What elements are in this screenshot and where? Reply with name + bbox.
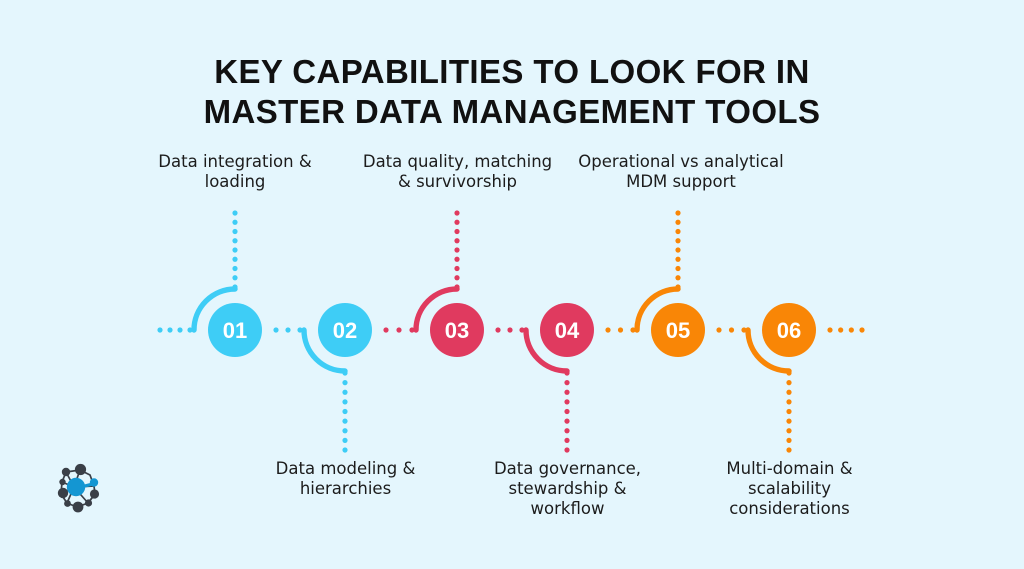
step-number-01: 01 — [223, 318, 247, 343]
leader-dots-01 — [232, 210, 238, 290]
connector-dots-tail — [827, 327, 865, 333]
step-arc-03 — [413, 286, 460, 333]
step-marker-02[interactable] — [318, 303, 372, 357]
step-marker-01[interactable] — [208, 303, 262, 357]
step-number-03: 03 — [445, 318, 469, 343]
leader-dots-02 — [342, 370, 348, 453]
step-arc-06 — [745, 327, 792, 374]
leader-dots-03 — [454, 210, 460, 290]
step-caption-01: Data integration & loading — [158, 152, 312, 191]
step-arc-02 — [301, 327, 348, 374]
step-number-02: 02 — [333, 318, 357, 343]
leader-dots-05 — [675, 210, 681, 290]
step-marker-06[interactable] — [762, 303, 816, 357]
connector-dots-06 — [716, 327, 747, 333]
logo-accent — [66, 477, 99, 497]
step-caption-02: Data modeling & hierarchies — [275, 459, 416, 498]
step-number-06: 06 — [777, 318, 801, 343]
connector-dots-01 — [157, 327, 193, 333]
step-number-04: 04 — [555, 318, 580, 343]
leader-dots-04 — [564, 370, 570, 453]
connector-dots-04 — [495, 327, 525, 333]
step-number-05: 05 — [666, 318, 690, 343]
step-caption-04: Data governance, stewardship & workflow — [493, 459, 642, 518]
leader-dots-06 — [786, 370, 792, 453]
step-marker-04[interactable] — [540, 303, 594, 357]
connector-dots-02 — [273, 327, 303, 333]
step-caption-06: Multi-domain & scalability consideration… — [726, 459, 853, 518]
step-arc-01 — [191, 286, 238, 333]
step-arc-05 — [634, 286, 681, 333]
step-marker-05[interactable] — [651, 303, 705, 357]
logo-nodes — [57, 463, 100, 513]
step-arc-04 — [523, 327, 570, 374]
step-caption-03: Data quality, matching & survivorship — [362, 152, 553, 191]
network-graph-logo — [57, 463, 100, 513]
page-title: KEY CAPABILITIES TO LOOK FOR IN MASTER D… — [203, 53, 821, 130]
connector-dots-05 — [605, 327, 636, 333]
step-caption-05: Operational vs analytical MDM support — [578, 152, 784, 191]
connector-dots-03 — [383, 327, 415, 333]
step-marker-03[interactable] — [430, 303, 484, 357]
